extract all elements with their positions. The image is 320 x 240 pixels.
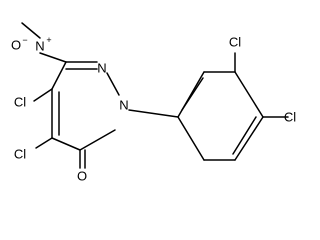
- bond-c4-c3: [51, 137, 81, 151]
- atom-cl-c5: Cl: [14, 95, 26, 110]
- atom-o-carbonyl: O: [77, 169, 87, 184]
- atom-cl-para: Cl: [284, 110, 296, 125]
- charge-plus: +: [46, 35, 51, 45]
- bond-o-n-nitro: [21, 22, 41, 39]
- bond-c5-cl: [33, 88, 53, 102]
- bond-ph-3: [234, 71, 264, 118]
- bond-ph-1-inner: [181, 77, 204, 111]
- bond-n1-n2: [106, 72, 120, 96]
- atom-n-plus: N: [35, 39, 44, 54]
- bond-ph-6: [177, 116, 205, 161]
- atom-cl-meta: Cl: [229, 35, 241, 50]
- bond-ph-4-inner: [232, 116, 257, 155]
- atom-o-minus: O: [11, 38, 21, 53]
- atom-cl-c4: Cl: [14, 147, 26, 162]
- bond-ph-4: [234, 116, 264, 161]
- bond-c4-cl: [35, 137, 53, 149]
- atom-ring-n1: N: [97, 61, 106, 76]
- bond-c3-n2: [79, 129, 116, 151]
- structure-diagram: O − N + N N Cl Cl O Cl Cl: [11, 22, 296, 184]
- bond-c6-c5: [51, 61, 67, 90]
- charge-minus: −: [22, 35, 27, 45]
- bond-n2-aryl: [128, 109, 179, 118]
- atom-ring-n2: N: [119, 98, 128, 113]
- bond-n-c6-nitro: [39, 52, 67, 63]
